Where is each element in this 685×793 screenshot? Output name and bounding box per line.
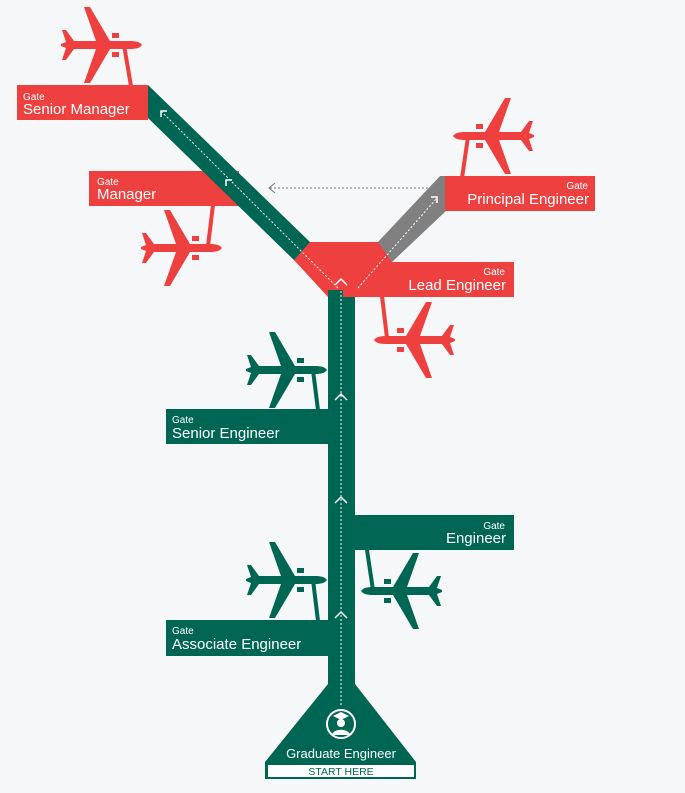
chevron-up-icon (225, 179, 232, 186)
graduate-icon (326, 709, 356, 739)
gate-title: Senior Engineer (172, 425, 280, 442)
gate-title: Senior Manager (23, 101, 130, 118)
gate-title: Manager (97, 186, 156, 203)
runway-management (148, 85, 312, 262)
chevron-left-icon (268, 182, 276, 194)
connector-engineer (365, 549, 375, 591)
gate-label: Gate (566, 181, 588, 192)
gate-principal-engineer[interactable] (445, 176, 595, 211)
connector-senior-manager (122, 44, 133, 87)
gate-label: Gate (483, 267, 505, 278)
chevron-up-icon (431, 196, 438, 203)
runway-principal (377, 176, 447, 262)
gate-engineer[interactable] (354, 515, 514, 550)
airplane-icon (374, 302, 455, 378)
connector-lead (380, 295, 389, 339)
gate-lead-engineer[interactable] (343, 262, 514, 297)
chevron-up-icon (334, 495, 348, 504)
gate-senior-manager[interactable] (17, 85, 148, 120)
gate-title: Engineer (446, 530, 506, 547)
airplane-icon (361, 553, 442, 629)
chevron-up-icon (334, 277, 348, 286)
gate-title: Principal Engineer (467, 191, 589, 208)
gate-label: Gate (97, 177, 119, 188)
gate-label: Gate (483, 521, 505, 532)
connector-principal (460, 136, 470, 179)
chevron-up-icon (334, 392, 348, 401)
connector-manager (206, 204, 215, 247)
chevron-up-icon (160, 110, 167, 117)
gate-label: Gate (23, 92, 45, 103)
chevron-up-icon (334, 610, 348, 619)
connector-associate (311, 579, 320, 622)
gate-associate-engineer[interactable] (166, 620, 329, 656)
gate-title: Lead Engineer (408, 277, 506, 294)
start-here-label: START HERE (308, 766, 373, 778)
start-title: Graduate Engineer (286, 746, 397, 761)
connector-senior-engineer (311, 369, 320, 411)
path-line (161, 111, 339, 289)
start-here-button[interactable]: START HERE (268, 765, 414, 778)
runway-trunk (328, 290, 355, 690)
gate-label: Gate (172, 415, 194, 426)
gate-title: Associate Engineer (172, 636, 301, 653)
gate-label: Gate (172, 626, 194, 637)
gate-senior-engineer[interactable] (166, 409, 329, 444)
